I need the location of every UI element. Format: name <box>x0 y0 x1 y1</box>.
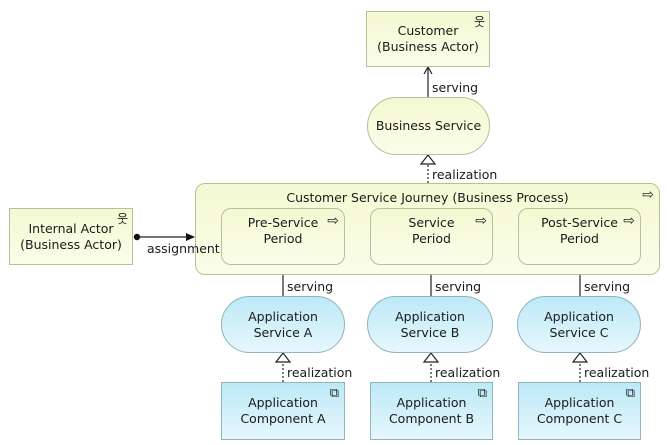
application-service-c-node[interactable]: Application Service C <box>517 296 641 353</box>
service-period-node[interactable]: Service Period ⇨ <box>370 208 493 265</box>
post-service-label: Post-Service Period <box>541 215 618 246</box>
app-service-c-label: Application Service C <box>544 308 614 340</box>
process-arrow-icon: ⇨ <box>623 213 635 229</box>
application-component-c-node[interactable]: Application Component C ⧉ <box>518 382 641 440</box>
process-arrow-icon: ⇨ <box>327 213 339 229</box>
assignment-arrowhead <box>186 233 195 241</box>
application-component-b-node[interactable]: Application Component B ⧉ <box>370 382 493 440</box>
realization-label-b: realization <box>435 365 501 380</box>
business-service-node[interactable]: Business Service <box>367 97 490 155</box>
actor-icon: 웃 <box>473 15 485 29</box>
internal-actor-label: Internal Actor (Business Actor) <box>20 220 122 252</box>
app-component-b-label: Application Component B <box>388 395 475 426</box>
pre-service-period-node[interactable]: Pre-Service Period ⇨ <box>221 208 345 265</box>
customer-label: Customer (Business Actor) <box>377 23 479 54</box>
realization-triangle-c <box>571 352 589 363</box>
process-arrow-icon: ⇨ <box>642 187 654 203</box>
application-component-a-node[interactable]: Application Component A ⧉ <box>221 382 345 440</box>
component-icon: ⧉ <box>329 386 339 401</box>
serving-label-c: serving <box>584 279 631 294</box>
actor-icon: 웃 <box>116 212 128 226</box>
assignment-label: assignment <box>147 241 220 256</box>
realization-triangle-b <box>422 352 440 363</box>
app-component-a-label: Application Component A <box>240 395 326 426</box>
serving-label-b: serving <box>435 279 482 294</box>
post-service-period-node[interactable]: Post-Service Period ⇨ <box>518 208 641 265</box>
application-service-a-node[interactable]: Application Service A <box>221 296 345 353</box>
component-icon: ⧉ <box>625 386 635 401</box>
serving-label-customer: serving <box>432 80 479 95</box>
business-service-label: Business Service <box>375 118 482 133</box>
service-period-label: Service Period <box>408 215 455 246</box>
process-arrow-icon: ⇨ <box>475 213 487 229</box>
serving-arrowhead <box>423 65 433 75</box>
customer-actor-node[interactable]: Customer (Business Actor) 웃 <box>366 11 490 67</box>
app-service-b-label: Application Service B <box>395 308 465 340</box>
pre-service-label: Pre-Service Period <box>247 215 319 246</box>
realization-label-c: realization <box>584 365 650 380</box>
realization-label-business: realization <box>432 167 498 182</box>
realization-triangle <box>419 154 437 165</box>
application-service-b-node[interactable]: Application Service B <box>367 296 493 353</box>
internal-actor-node[interactable]: Internal Actor (Business Actor) 웃 <box>9 208 133 265</box>
realization-triangle-a <box>274 352 292 363</box>
component-icon: ⧉ <box>477 386 487 401</box>
serving-label-a: serving <box>287 279 334 294</box>
business-process-label: Customer Service Journey (Business Proce… <box>286 190 569 205</box>
app-component-c-label: Application Component C <box>536 395 623 426</box>
realization-label-a: realization <box>287 365 353 380</box>
app-service-a-label: Application Service A <box>248 308 318 340</box>
